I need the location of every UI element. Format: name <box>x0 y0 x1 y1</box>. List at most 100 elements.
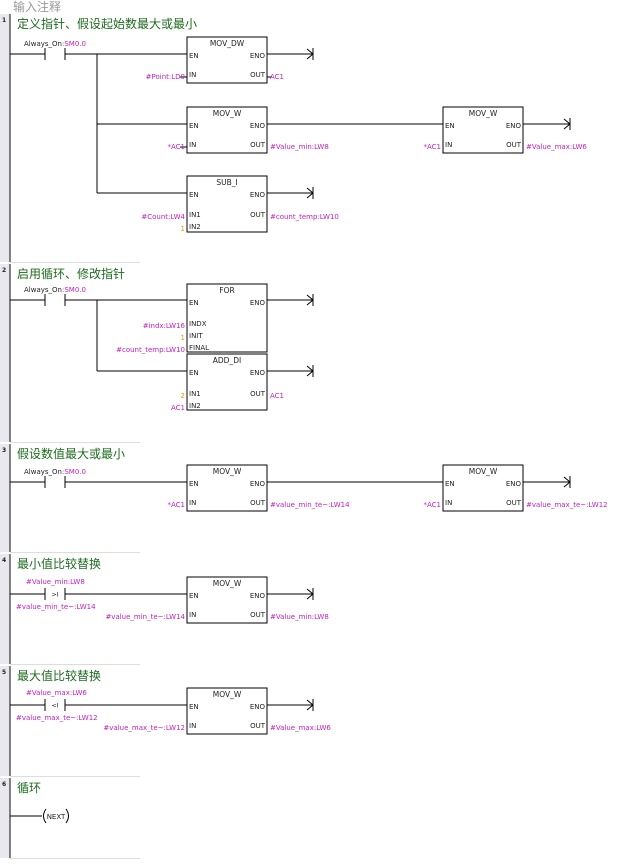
operand-out[interactable]: AC1 <box>270 73 284 81</box>
compare-top-address: LW8 <box>70 578 85 586</box>
arrow-line <box>563 118 571 125</box>
operand-colon: : <box>328 501 330 509</box>
operand-in[interactable]: *AC1 <box>423 501 441 509</box>
compare-colon: : <box>74 603 76 611</box>
contact-no[interactable] <box>44 476 66 488</box>
pin-input: IN <box>189 722 196 730</box>
compare-top-address: LW6 <box>72 689 87 697</box>
pin-output: OUT <box>506 499 522 507</box>
pin-input: IN <box>189 611 196 619</box>
network-number: 5 <box>2 669 6 676</box>
operand-out[interactable]: #value_min_te~:LW14 <box>270 501 350 509</box>
operand-symbol: #Point <box>146 73 170 81</box>
pin-en: EN <box>189 191 199 199</box>
network-number: 2 <box>2 267 6 274</box>
operand-out[interactable]: #Value_max:LW6 <box>270 724 331 732</box>
operand-colon: : <box>168 213 170 221</box>
compare-colon: : <box>76 714 78 722</box>
compare-contact[interactable]: >I <box>44 588 66 600</box>
function-box-title: MOV_W <box>469 109 498 118</box>
network-comment: 循环 <box>17 781 41 795</box>
operand-out[interactable]: #count_temp:LW10 <box>270 213 339 221</box>
operand-out[interactable]: AC1 <box>270 392 284 400</box>
function-box-frame <box>442 106 524 154</box>
compare-top-label: #Value_max:LW6 <box>26 689 87 697</box>
pin-input: INDX <box>189 320 207 328</box>
operand-address: LW12 <box>166 724 185 732</box>
operand-colon: : <box>312 613 314 621</box>
operand-out[interactable]: #Value_min:LW8 <box>270 613 329 621</box>
operand-in[interactable]: #value_min_te~:LW14 <box>105 613 185 621</box>
operand-in[interactable]: *AC1 <box>167 501 185 509</box>
operand-out[interactable]: #value_max_te~:LW12 <box>526 501 608 509</box>
operand-indx[interactable]: #indx:LW16 <box>143 322 186 330</box>
network-number: 4 <box>2 557 6 564</box>
operand-in1[interactable]: 2 <box>181 392 185 400</box>
header-title[interactable]: 输入注释 <box>13 0 61 14</box>
compare-bottom-label: #value_max_te~:LW12 <box>16 714 98 722</box>
arrow-line <box>306 699 314 706</box>
operand-in2[interactable]: 1 <box>181 225 185 233</box>
operand-address: LW8 <box>314 613 329 621</box>
operand-address: *AC1 <box>167 143 185 151</box>
compare-top-label: #Value_min:LW8 <box>26 578 85 586</box>
arrow-line <box>306 365 314 372</box>
compare-top-symbol: #Value_max <box>26 689 70 697</box>
function-box-frame <box>186 106 268 154</box>
operand-in[interactable]: #Point:LD0 <box>146 73 185 81</box>
network-gutter <box>0 666 10 776</box>
pin-eno: ENO <box>250 480 266 488</box>
operand-symbol: #value_max_te~ <box>526 501 586 509</box>
compare-contact[interactable]: <I <box>44 699 66 711</box>
operand-in1[interactable]: #Count:LW4 <box>141 213 185 221</box>
operand-address: AC1 <box>270 392 284 400</box>
contact-no[interactable] <box>44 48 66 60</box>
operand-address: *AC1 <box>423 143 441 151</box>
pin-eno: ENO <box>250 122 266 130</box>
contact-no[interactable] <box>44 294 66 306</box>
contact-label: Always_On:SM0.0 <box>24 286 86 294</box>
function-box-frame <box>442 464 524 512</box>
operand-init[interactable]: 1 <box>181 334 185 342</box>
network-comment: 定义指针、假设起始数最大或最小 <box>17 16 197 31</box>
operand-symbol: #Value_max <box>270 724 314 732</box>
operand-in2[interactable]: AC1 <box>171 404 185 412</box>
function-box-title: ADD_DI <box>213 356 241 365</box>
pin-input: IN1 <box>189 211 201 219</box>
operand-colon: : <box>586 501 588 509</box>
function-box-frame <box>186 576 268 624</box>
operand-in[interactable]: *AC1 <box>167 143 185 151</box>
operand-colon: : <box>164 613 166 621</box>
network-comment: 启用循环、修改指针 <box>17 266 125 281</box>
operand-in[interactable]: #value_max_te~:LW12 <box>103 724 185 732</box>
header-bar: 输入注释 <box>0 0 631 14</box>
operand-out[interactable]: #Value_max:LW6 <box>526 143 587 151</box>
operand-in[interactable]: *AC1 <box>423 143 441 151</box>
next-coil[interactable]: NEXT <box>43 808 69 824</box>
operand-out[interactable]: #Value_min:LW8 <box>270 143 329 151</box>
operand-address: *AC1 <box>167 501 185 509</box>
arrow-line <box>563 123 571 130</box>
contact-colon: : <box>62 286 64 294</box>
operand-symbol: #indx <box>143 322 164 330</box>
operand-address: LW6 <box>572 143 587 151</box>
operand-final[interactable]: #count_temp:LW10 <box>116 346 185 354</box>
compare-bottom-symbol: #value_max_te~ <box>16 714 76 722</box>
pin-input: IN1 <box>189 390 201 398</box>
